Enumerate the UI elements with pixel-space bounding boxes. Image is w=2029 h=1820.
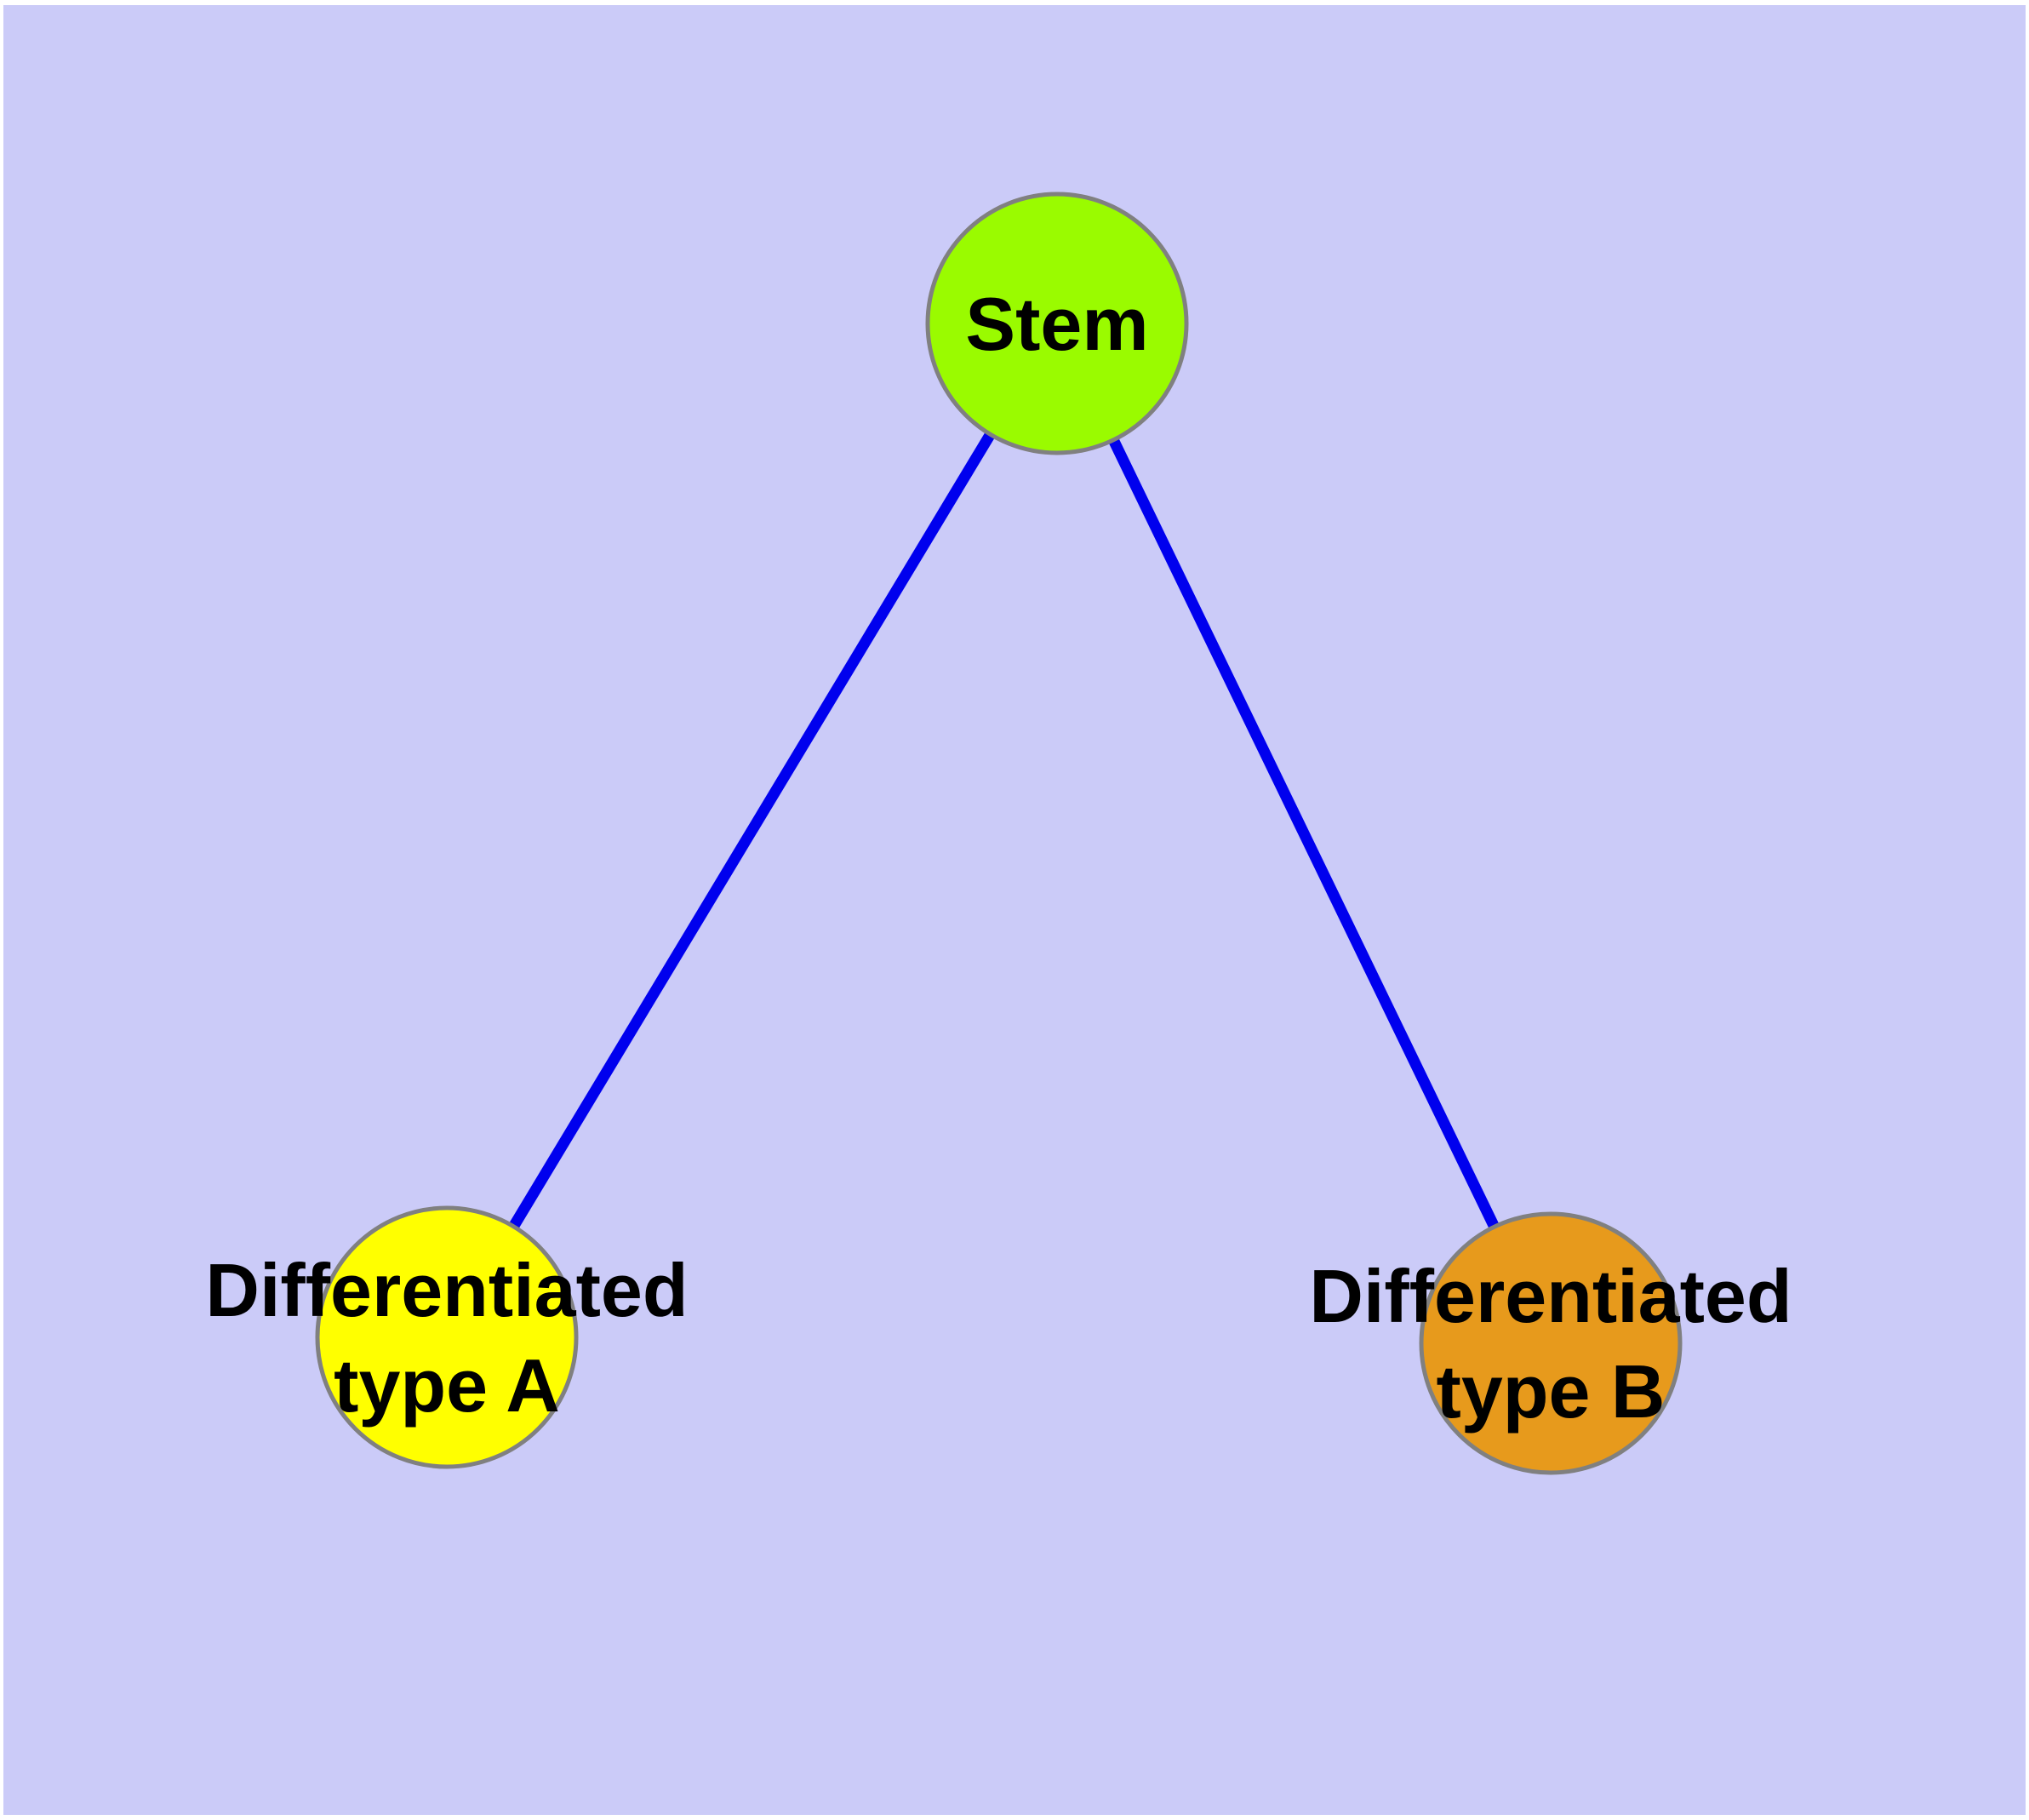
edges-layer xyxy=(442,320,1556,1346)
node-type-b xyxy=(1419,1211,1683,1475)
node-type-a xyxy=(315,1205,579,1469)
node-stem xyxy=(925,192,1189,455)
edge-stem-type-b xyxy=(1052,321,1556,1346)
nodes-layer xyxy=(315,192,1683,1475)
edge-stem-type-a xyxy=(442,320,1062,1341)
node-label-stem: Stem xyxy=(965,282,1148,366)
